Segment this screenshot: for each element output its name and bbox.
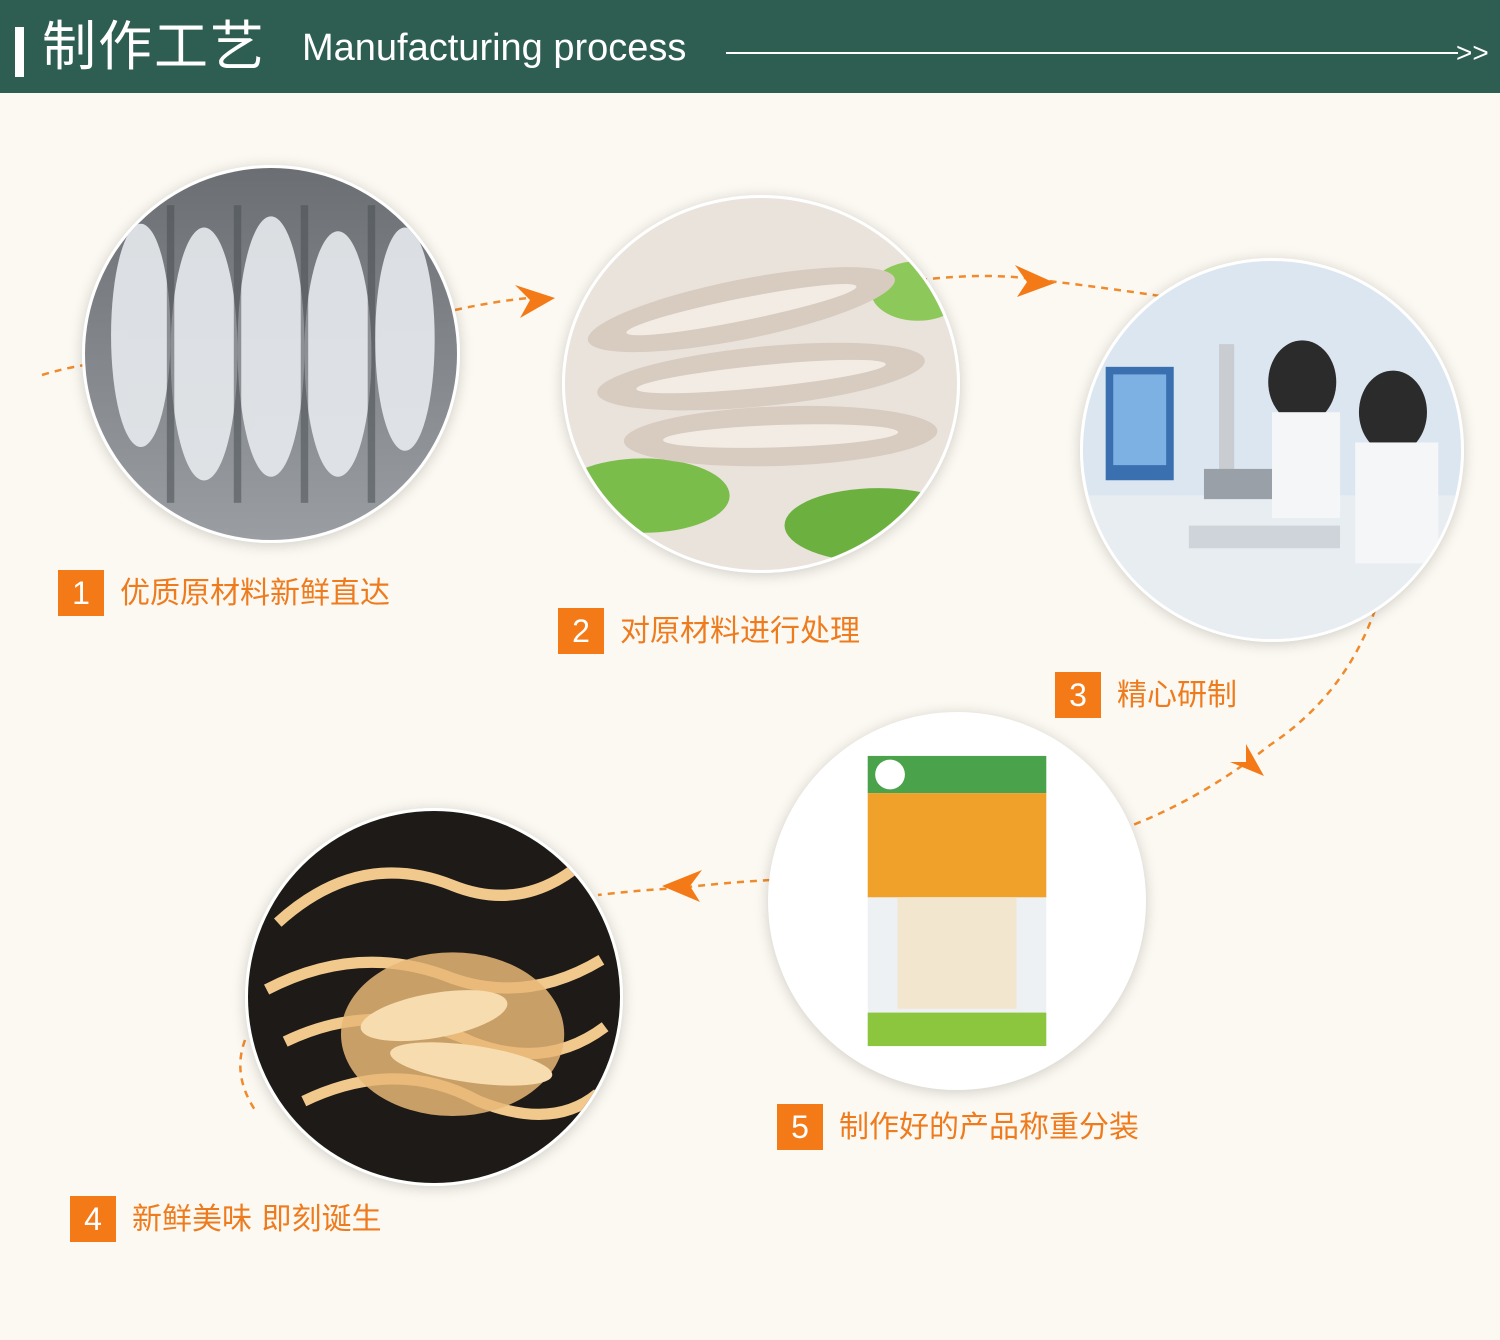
header-divider (726, 52, 1458, 54)
section-header: 制作工艺 Manufacturing process >> (0, 0, 1500, 93)
shredded-squid-photo (245, 808, 623, 1186)
arrowhead-left-icon (662, 870, 702, 902)
section-subtitle: Manufacturing process (302, 27, 687, 69)
package-image (771, 715, 1143, 1087)
header-accent-bar (15, 27, 24, 77)
prepared-squid-image (565, 198, 957, 570)
step-label: 新鲜美味 即刻诞生 (132, 1202, 382, 1237)
step-number-badge: 4 (70, 1196, 116, 1242)
package-photo (768, 712, 1146, 1090)
step-number-badge: 2 (558, 608, 604, 654)
raw-squid-image (85, 168, 457, 540)
step-number-badge: 1 (58, 570, 104, 616)
lab-photo (1080, 258, 1464, 642)
header-arrows: >> (1456, 37, 1489, 68)
section-title: 制作工艺 (42, 15, 266, 78)
arrowhead-down-icon (1230, 744, 1264, 776)
step-label: 制作好的产品称重分装 (839, 1110, 1139, 1145)
arrowhead-right-icon (515, 285, 555, 318)
lab-image (1083, 261, 1461, 639)
step-label: 对原材料进行处理 (620, 614, 860, 649)
step-number-badge: 5 (777, 1104, 823, 1150)
step-label: 优质原材料新鲜直达 (120, 576, 390, 611)
step-number-badge: 3 (1055, 672, 1101, 718)
arrowhead-right-icon (1015, 265, 1055, 297)
raw-squid-photo (82, 165, 460, 543)
prepared-squid-photo (562, 195, 960, 573)
step-label: 精心研制 (1117, 678, 1237, 713)
shredded-squid-image (248, 811, 620, 1183)
